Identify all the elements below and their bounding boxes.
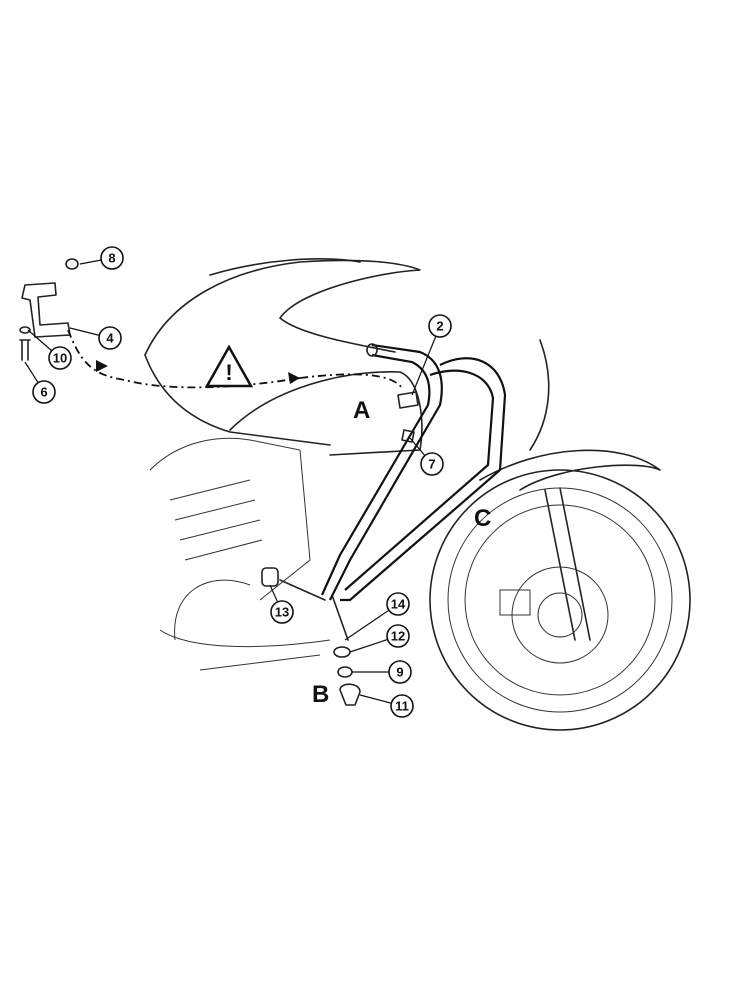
callout-2: 2 <box>411 314 452 396</box>
callout-circle <box>388 660 412 684</box>
callout-4: 4 <box>69 326 122 350</box>
callout-circle <box>270 600 294 624</box>
callout-number: 8 <box>108 251 115 266</box>
callout-circle <box>420 452 444 476</box>
section-label-b: B <box>312 681 329 708</box>
crash-bar <box>261 343 507 706</box>
assembly-path-arrow <box>67 329 301 389</box>
callout-number: 12 <box>391 629 405 644</box>
assembly-path-arrow-b <box>299 373 403 389</box>
svg-text:!: ! <box>225 360 232 385</box>
callout-14: 14 <box>344 592 410 641</box>
callout-circle <box>428 314 452 338</box>
section-label-c: C <box>474 505 491 532</box>
mount-bracket <box>19 258 79 361</box>
warning-triangle-icon: ! <box>204 344 254 388</box>
callout-circle <box>386 624 410 648</box>
section-label-a: A <box>353 397 370 424</box>
callout-circle <box>386 592 410 616</box>
arrow-13 <box>279 579 326 601</box>
callout-number: 10 <box>53 351 67 366</box>
callout-6: 6 <box>24 361 56 404</box>
callout-circle <box>100 246 124 270</box>
callout-circle <box>32 380 56 404</box>
callout-number: 7 <box>428 457 435 472</box>
callout-8: 8 <box>79 246 124 270</box>
callout-12: 12 <box>349 624 410 653</box>
callout-11: 11 <box>359 694 414 718</box>
callout-circle <box>390 694 414 718</box>
callout-number: 9 <box>396 665 403 680</box>
callout-number: 6 <box>40 385 47 400</box>
callout-13: 13 <box>269 584 294 624</box>
callout-circle <box>48 346 72 370</box>
arrow-head <box>96 360 108 372</box>
callout-number: 4 <box>106 331 114 346</box>
callout-10: 10 <box>27 329 72 370</box>
callout-9: 9 <box>352 660 412 684</box>
arrow-head <box>288 372 300 384</box>
callout-number: 2 <box>436 319 443 334</box>
callout-7: 7 <box>409 437 444 476</box>
motorcycle-outline <box>144 258 691 731</box>
callout-number: 11 <box>395 699 409 714</box>
callout-circle <box>98 326 122 350</box>
callout-number: 14 <box>391 597 406 612</box>
callout-number: 13 <box>275 605 289 620</box>
leader-line <box>411 325 441 396</box>
